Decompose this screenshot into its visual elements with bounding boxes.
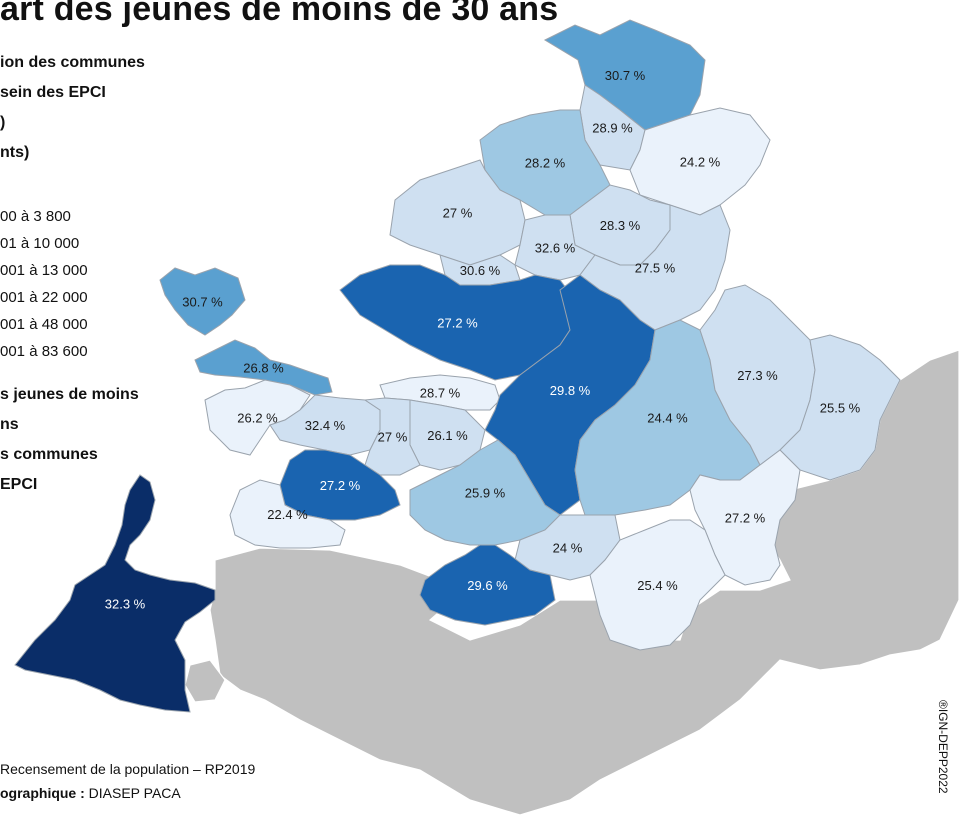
- region-label: 26.1 %: [427, 428, 468, 443]
- region-label: 27.2 %: [725, 511, 766, 526]
- source-note: Recensement de la population – RP2019 og…: [0, 757, 255, 805]
- region-labels: 30.7 % 28.9 % 28.2 % 24.2 % 27 % 28.3 % 32.6 %…: [105, 68, 861, 612]
- epci-region: [484, 274, 656, 516]
- epci-region: [779, 334, 901, 481]
- legend-line: sein des EPCI: [0, 84, 106, 101]
- epci-region: [363, 397, 421, 476]
- region-label: 29.6 %: [467, 578, 508, 593]
- legend-class-4: 001 à 22 000: [0, 289, 88, 306]
- map-title: art des jeunes de moins de 30 ans: [0, 0, 559, 28]
- legend-class-1: 00 à 3 800: [0, 208, 71, 225]
- region-label: 32.3 %: [105, 597, 146, 612]
- region-label: 25.5 %: [820, 401, 861, 416]
- legend-line: ): [0, 114, 6, 131]
- epci-region: [159, 267, 246, 336]
- epci-region: [229, 479, 346, 549]
- epci-region: [629, 107, 771, 216]
- region-label: 25.4 %: [637, 578, 678, 593]
- region-label: 30.6 %: [460, 263, 501, 278]
- region-label: 27 %: [378, 430, 408, 445]
- region-label: 27.2 %: [320, 478, 361, 493]
- legend-title: ion des communes sein des EPCI ) nts): [0, 48, 210, 168]
- legend-line: s communes: [0, 446, 98, 463]
- epci-regions: [14, 19, 901, 713]
- region-label: 24 %: [553, 541, 583, 556]
- source-author: DIASEP PACA: [84, 785, 181, 801]
- region-label: 29.8 %: [550, 383, 591, 398]
- legend-class-6: 001 à 83 600: [0, 343, 88, 360]
- region-label: 22.4 %: [267, 507, 308, 522]
- region-label: 28.7 %: [420, 386, 461, 401]
- region-label: 32.4 %: [305, 418, 346, 433]
- source-label: ographique :: [0, 785, 85, 801]
- region-label: 27.3 %: [737, 368, 778, 383]
- legend-line: nts): [0, 144, 30, 161]
- legend-line: ns: [0, 416, 19, 433]
- region-label: 26.2 %: [237, 411, 278, 426]
- region-label: 28.9 %: [592, 121, 633, 136]
- legend-second-title: s jeunes de moins ns s communes EPCI: [0, 380, 200, 500]
- region-label: 28.3 %: [600, 218, 641, 233]
- legend-class-3: 001 à 13 000: [0, 262, 88, 279]
- legend-class-5: 001 à 48 000: [0, 316, 88, 333]
- legend-line: EPCI: [0, 476, 38, 493]
- outside-area: [184, 349, 959, 816]
- legend-line: ion des communes: [0, 54, 145, 71]
- copyright-text: ®IGN-DEPP2022: [936, 700, 950, 794]
- region-label: 27.2 %: [437, 316, 478, 331]
- region-label: 24.4 %: [647, 411, 688, 426]
- copyright-note: ®IGN-DEPP2022: [932, 700, 952, 810]
- region-label: 26.8 %: [243, 361, 284, 376]
- region-label: 30.7 %: [605, 68, 646, 83]
- region-label: 28.2 %: [525, 156, 566, 171]
- source-line-2: ographique : DIASEP PACA: [0, 781, 255, 805]
- region-label: 27.5 %: [635, 261, 676, 276]
- region-label: 30.7 %: [182, 295, 223, 310]
- legend-classes: 00 à 3 800 01 à 10 000 001 à 13 000 001 …: [0, 203, 160, 365]
- legend-class-2: 01 à 10 000: [0, 235, 80, 252]
- region-label: 27 %: [443, 206, 473, 221]
- epci-region: [14, 474, 216, 713]
- source-line-1: Recensement de la population – RP2019: [0, 761, 256, 777]
- epci-region: [419, 544, 556, 626]
- region-label: 25.9 %: [465, 486, 506, 501]
- epci-region: [589, 519, 726, 651]
- legend-line: s jeunes de moins: [0, 386, 139, 403]
- epci-region: [194, 339, 333, 396]
- region-label: 32.6 %: [535, 241, 576, 256]
- region-label: 24.2 %: [680, 155, 721, 170]
